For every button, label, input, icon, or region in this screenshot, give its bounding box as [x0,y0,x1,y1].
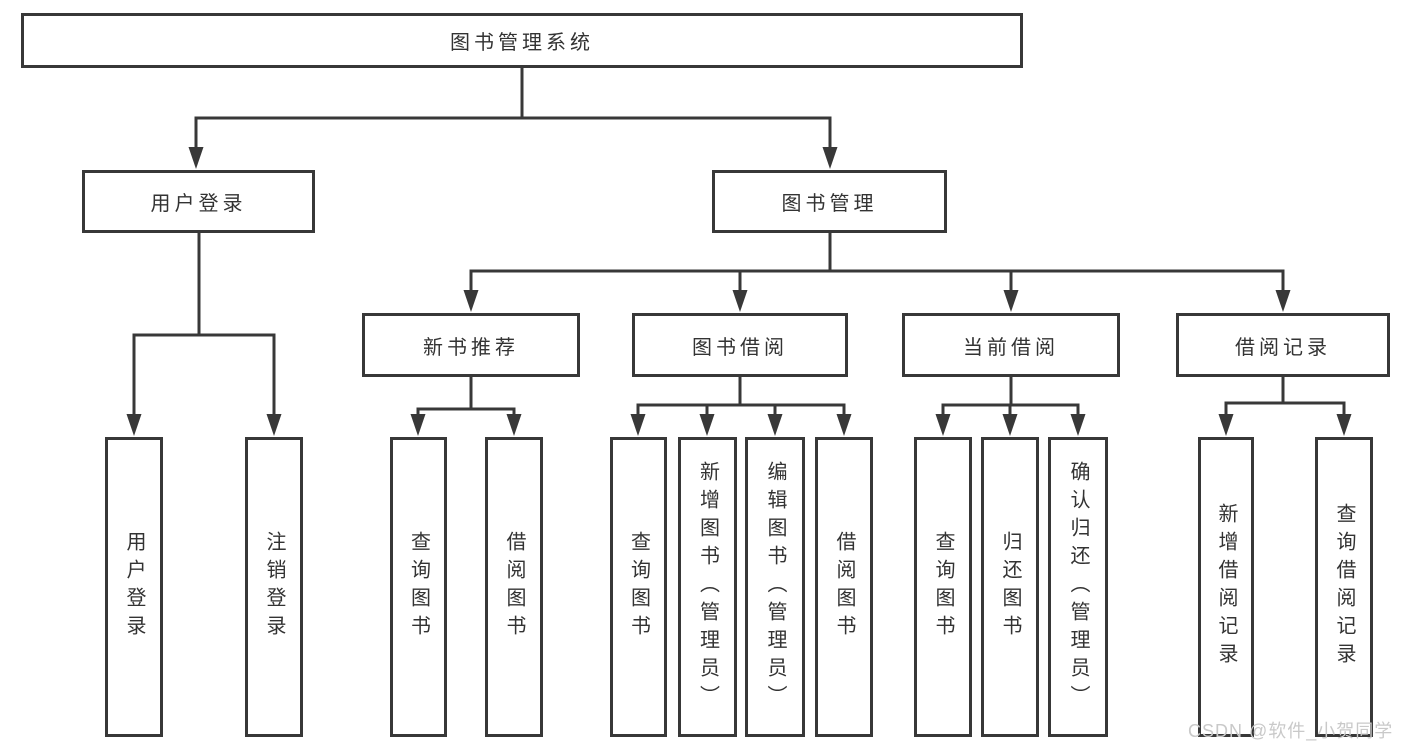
leaf-query-books-under-recommend: 查询图书 [390,437,447,737]
node-label: 新书推荐 [423,336,519,359]
connector-user-login-children [126,233,282,436]
leaf-confirm-return-admin: 确认归还（管理员） [1048,437,1108,737]
leaf-query-books-under-borrowing: 查询图书 [610,437,667,737]
node-book-borrowing: 图书借阅 [632,313,848,377]
node-label: 图书管理系统 [450,32,594,54]
leaf-add-borrow-record: 新增借阅记录 [1198,437,1254,737]
node-label: 借阅图书 [503,531,525,643]
node-book-management: 图书管理 [712,170,947,233]
leaf-edit-books-admin: 编辑图书（管理员） [745,437,805,737]
connector-borrowing-children [630,377,852,436]
connector-book-mgmt-children [463,233,1291,312]
node-label: 注销登录 [263,531,285,643]
node-label: 查询图书 [407,531,430,643]
connector-root-to-level1 [188,68,838,169]
leaf-add-books-admin: 新增图书（管理员） [678,437,737,737]
connector-current-children [935,377,1086,436]
node-borrowing-records: 借阅记录 [1176,313,1390,377]
node-label: 图书管理 [781,193,878,215]
node-label: 查询借阅记录 [1333,503,1355,671]
node-user-login: 用户登录 [82,170,315,233]
node-label: 归还图书 [999,531,1021,643]
node-label: 编辑图书（管理员） [764,461,786,713]
node-label: 当前借阅 [963,336,1059,359]
node-label: 新增借阅记录 [1215,503,1237,671]
leaf-borrow-books-under-recommend: 借阅图书 [485,437,543,737]
node-label: 借阅图书 [833,531,855,643]
node-label: 用户登录 [123,531,145,643]
leaf-logout: 注销登录 [245,437,303,737]
node-label: 借阅记录 [1235,336,1331,359]
node-label: 新增图书（管理员） [696,461,719,713]
node-current-borrowing: 当前借阅 [902,313,1120,377]
node-root-system: 图书管理系统 [21,13,1023,68]
leaf-borrow-books-under-borrowing: 借阅图书 [815,437,873,737]
leaf-query-borrow-record: 查询借阅记录 [1315,437,1373,737]
leaf-query-books-under-current: 查询图书 [914,437,972,737]
node-label: 用户登录 [150,193,247,215]
node-new-book-recommend: 新书推荐 [362,313,580,377]
csdn-watermark: CSDN @软件_小贺同学 [1188,721,1394,741]
connector-records-children [1218,377,1352,436]
leaf-user-login: 用户登录 [105,437,163,737]
leaf-return-books: 归还图书 [981,437,1039,737]
node-label: 图书借阅 [692,336,788,359]
node-label: 查询图书 [627,531,650,643]
connector-new-rec-children [410,377,522,436]
node-label: 查询图书 [932,531,954,643]
node-label: 确认归还（管理员） [1067,461,1089,713]
